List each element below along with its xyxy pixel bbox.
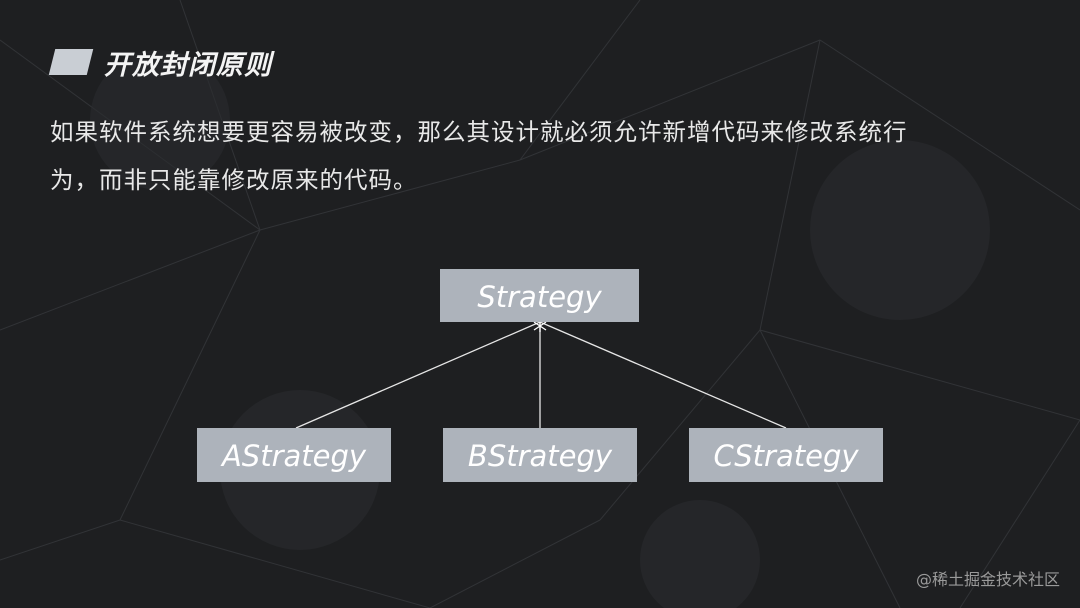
node-astrategy: AStrategy [197, 428, 391, 482]
node-bstrategy: BStrategy [443, 428, 637, 482]
watermark: @稀土掘金技术社区 [915, 570, 1060, 589]
edge-c-to-root [539, 321, 787, 429]
description-line-2: 为，而非只能靠修改原来的代码。 [50, 166, 418, 194]
title-text: 开放封闭原则 [104, 49, 272, 81]
arrowhead-icon [533, 321, 547, 332]
edge-a-to-root [295, 321, 541, 429]
node-astrategy-label: AStrategy [220, 439, 367, 473]
description: 如果软件系统想要更容易被改变，那么其设计就必须允许新增代码来修改系统行 为，而非… [50, 108, 1030, 204]
node-strategy-label: Strategy [477, 280, 602, 314]
node-strategy: Strategy [440, 269, 639, 322]
slide-title: 开放封闭原则 [48, 40, 272, 84]
description-line-1: 如果软件系统想要更容易被改变，那么其设计就必须允许新增代码来修改系统行 [50, 118, 908, 146]
node-cstrategy-label: CStrategy [713, 439, 859, 473]
node-cstrategy: CStrategy [689, 428, 883, 482]
node-bstrategy-label: BStrategy [468, 439, 613, 473]
